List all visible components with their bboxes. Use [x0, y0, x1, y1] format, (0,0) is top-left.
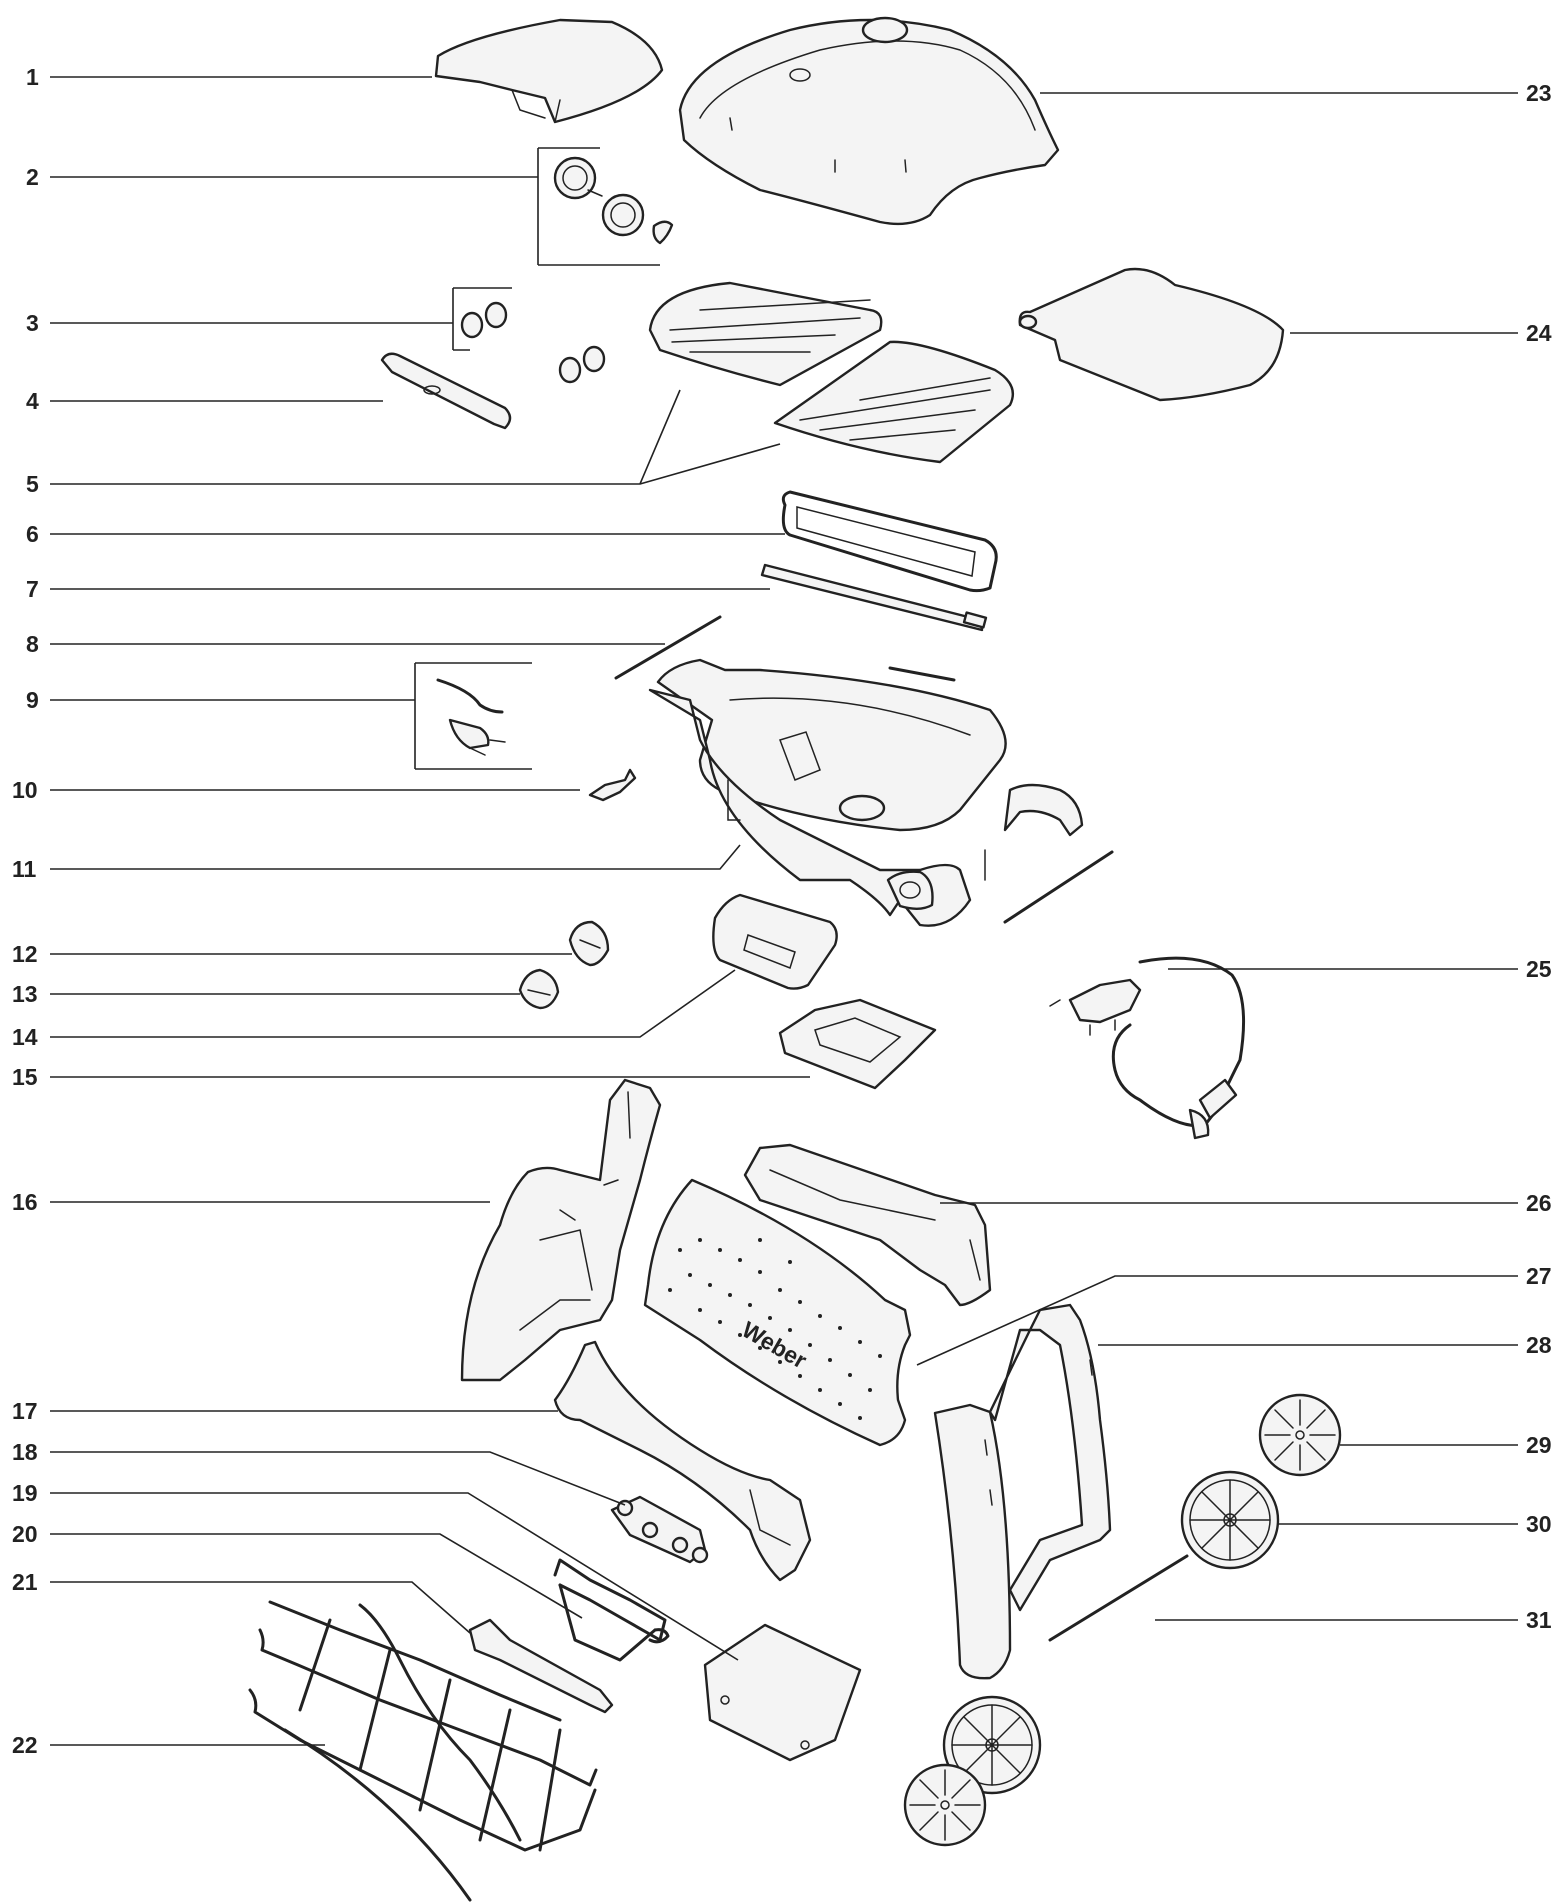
- callout-13: 13: [12, 981, 38, 1007]
- callout-9: 9: [26, 687, 39, 713]
- part-lower-hubcap: [903, 1763, 987, 1847]
- callout-5: 5: [26, 471, 39, 497]
- part-13-knob: [518, 968, 560, 1010]
- callout-8: 8: [26, 631, 39, 657]
- callout-18: 18: [12, 1439, 38, 1465]
- part-18-valve-manifold: [610, 1495, 709, 1564]
- part-8-rods: [614, 615, 1114, 924]
- callout-28: 28: [1526, 1332, 1552, 1358]
- part-4-handle: [380, 352, 512, 430]
- part-6-burner-frame: [781, 490, 998, 593]
- callout-12: 12: [12, 941, 38, 967]
- callout-11: 11: [12, 856, 37, 882]
- callout-23: 23: [1526, 80, 1552, 106]
- callout-labels: 1 2 3 4 5 6 7 8 9 10 11 12 13 14 15 16 1…: [12, 64, 1552, 1758]
- part-14-drip-tray: [712, 893, 838, 990]
- part-lower-wheel: [942, 1695, 1042, 1795]
- part-10-igniter-button: [588, 768, 637, 802]
- part-30-wheel: [1180, 1470, 1280, 1570]
- callout-17: 17: [12, 1398, 38, 1424]
- leader-lines: [50, 76, 1518, 1746]
- callout-20: 20: [12, 1521, 38, 1547]
- callout-2: 2: [26, 164, 39, 190]
- part-31-axle: [1048, 1554, 1189, 1642]
- part-20-cylinder-bracket: [553, 1558, 670, 1662]
- callout-10: 10: [12, 777, 38, 803]
- callout-14: 14: [12, 1024, 38, 1050]
- part-9-igniter-wire: [436, 678, 506, 756]
- part-1-left-side-table: [434, 18, 664, 124]
- part-5-cooking-grates: [648, 281, 1015, 464]
- callout-24: 24: [1526, 320, 1552, 346]
- part-24-right-side-table: [1018, 267, 1285, 402]
- callout-3: 3: [26, 310, 39, 336]
- part-7-burner-tube: [760, 563, 988, 632]
- callout-4: 4: [26, 388, 39, 414]
- part-3-control-knobs: [460, 301, 606, 384]
- part-19-heat-shield-plate: [703, 1623, 862, 1762]
- part-27-front-panel: Weber: [643, 1178, 912, 1447]
- callout-30: 30: [1526, 1511, 1552, 1537]
- callout-1: 1: [26, 64, 39, 90]
- callout-6: 6: [26, 521, 39, 547]
- callout-26: 26: [1526, 1190, 1552, 1216]
- part-26-support-bracket: [743, 1143, 992, 1307]
- panel-perforations: [668, 1238, 882, 1420]
- callout-22: 22: [12, 1732, 38, 1758]
- part-17-rear-bracket: [553, 1340, 812, 1582]
- callout-25: 25: [1526, 956, 1552, 982]
- callout-29: 29: [1526, 1432, 1552, 1458]
- part-11-cookbox: [648, 658, 1084, 927]
- callout-21: 21: [12, 1569, 38, 1595]
- callout-7: 7: [26, 576, 39, 602]
- callout-16: 16: [12, 1189, 38, 1215]
- callout-27: 27: [1526, 1263, 1552, 1289]
- callout-15: 15: [12, 1064, 38, 1090]
- part-23-lid: [678, 16, 1060, 226]
- part-12-knob: [568, 920, 610, 967]
- part-15-catch-pan-holder: [778, 998, 937, 1090]
- callout-31: 31: [1526, 1607, 1552, 1633]
- part-21-strap: [468, 1618, 614, 1714]
- part-16-left-leg-frame: [460, 1078, 662, 1382]
- callout-19: 19: [12, 1480, 38, 1506]
- part-28-right-leg-frame: [933, 1303, 1112, 1680]
- part-2-thermometer-and-knob: [553, 156, 674, 245]
- part-25-regulator-hose: [1049, 956, 1246, 1140]
- part-29-hubcap: [1258, 1393, 1342, 1477]
- part-22-wire-shelf: [248, 1600, 598, 1902]
